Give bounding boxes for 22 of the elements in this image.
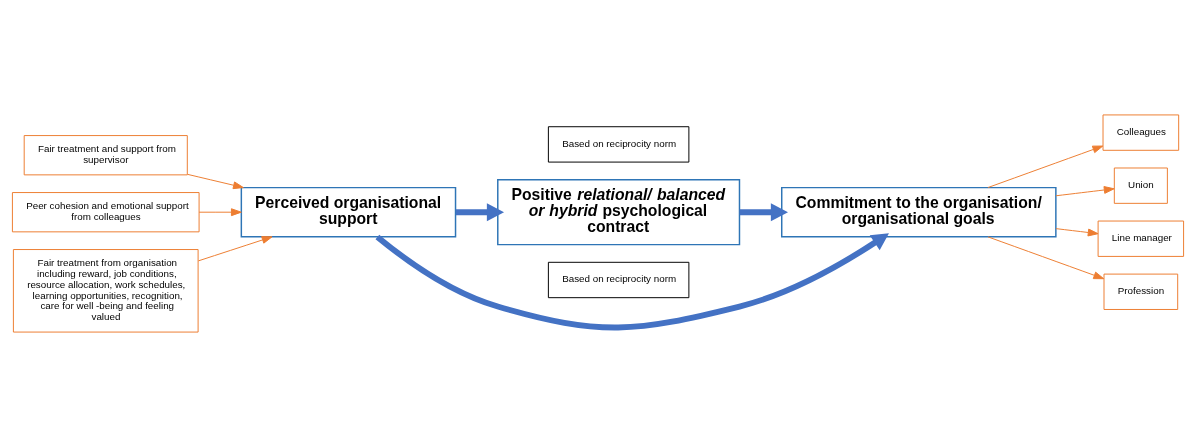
arrow — [1055, 186, 1115, 197]
node-box: Peer cohesion and emotional support from colleagues — [11, 192, 200, 233]
node-box: Perceived organisational support — [240, 186, 457, 238]
arrow — [187, 173, 244, 190]
node-box: Based on reciprocity norm — [547, 261, 690, 299]
arrow — [198, 208, 242, 217]
node-box: Colleagues — [1102, 114, 1180, 151]
node-box: Line manager — [1097, 220, 1185, 257]
arrow — [1055, 228, 1099, 237]
arrow — [739, 203, 788, 222]
arrow — [987, 145, 1104, 189]
node-box: Commitment to the organisation/ organisational goals — [781, 186, 1057, 238]
node-box: Based on reciprocity norm — [547, 126, 690, 163]
node-box: Fair treatment from organisation including reward, job conditions, resource allocation, work schedules, learning opportunities, recognition, care for well -being and feeling valued — [12, 249, 199, 333]
arrow — [375, 233, 889, 331]
node-box: Fair treatment and support from supervisor — [23, 135, 188, 176]
arrow — [197, 236, 273, 262]
node-box: Union — [1113, 167, 1168, 204]
arrow — [455, 203, 504, 222]
arrow — [987, 236, 1105, 280]
node-box: Positive relational/ balanced or hybrid psychological contract — [497, 179, 741, 246]
node-box: Profession — [1103, 273, 1179, 310]
